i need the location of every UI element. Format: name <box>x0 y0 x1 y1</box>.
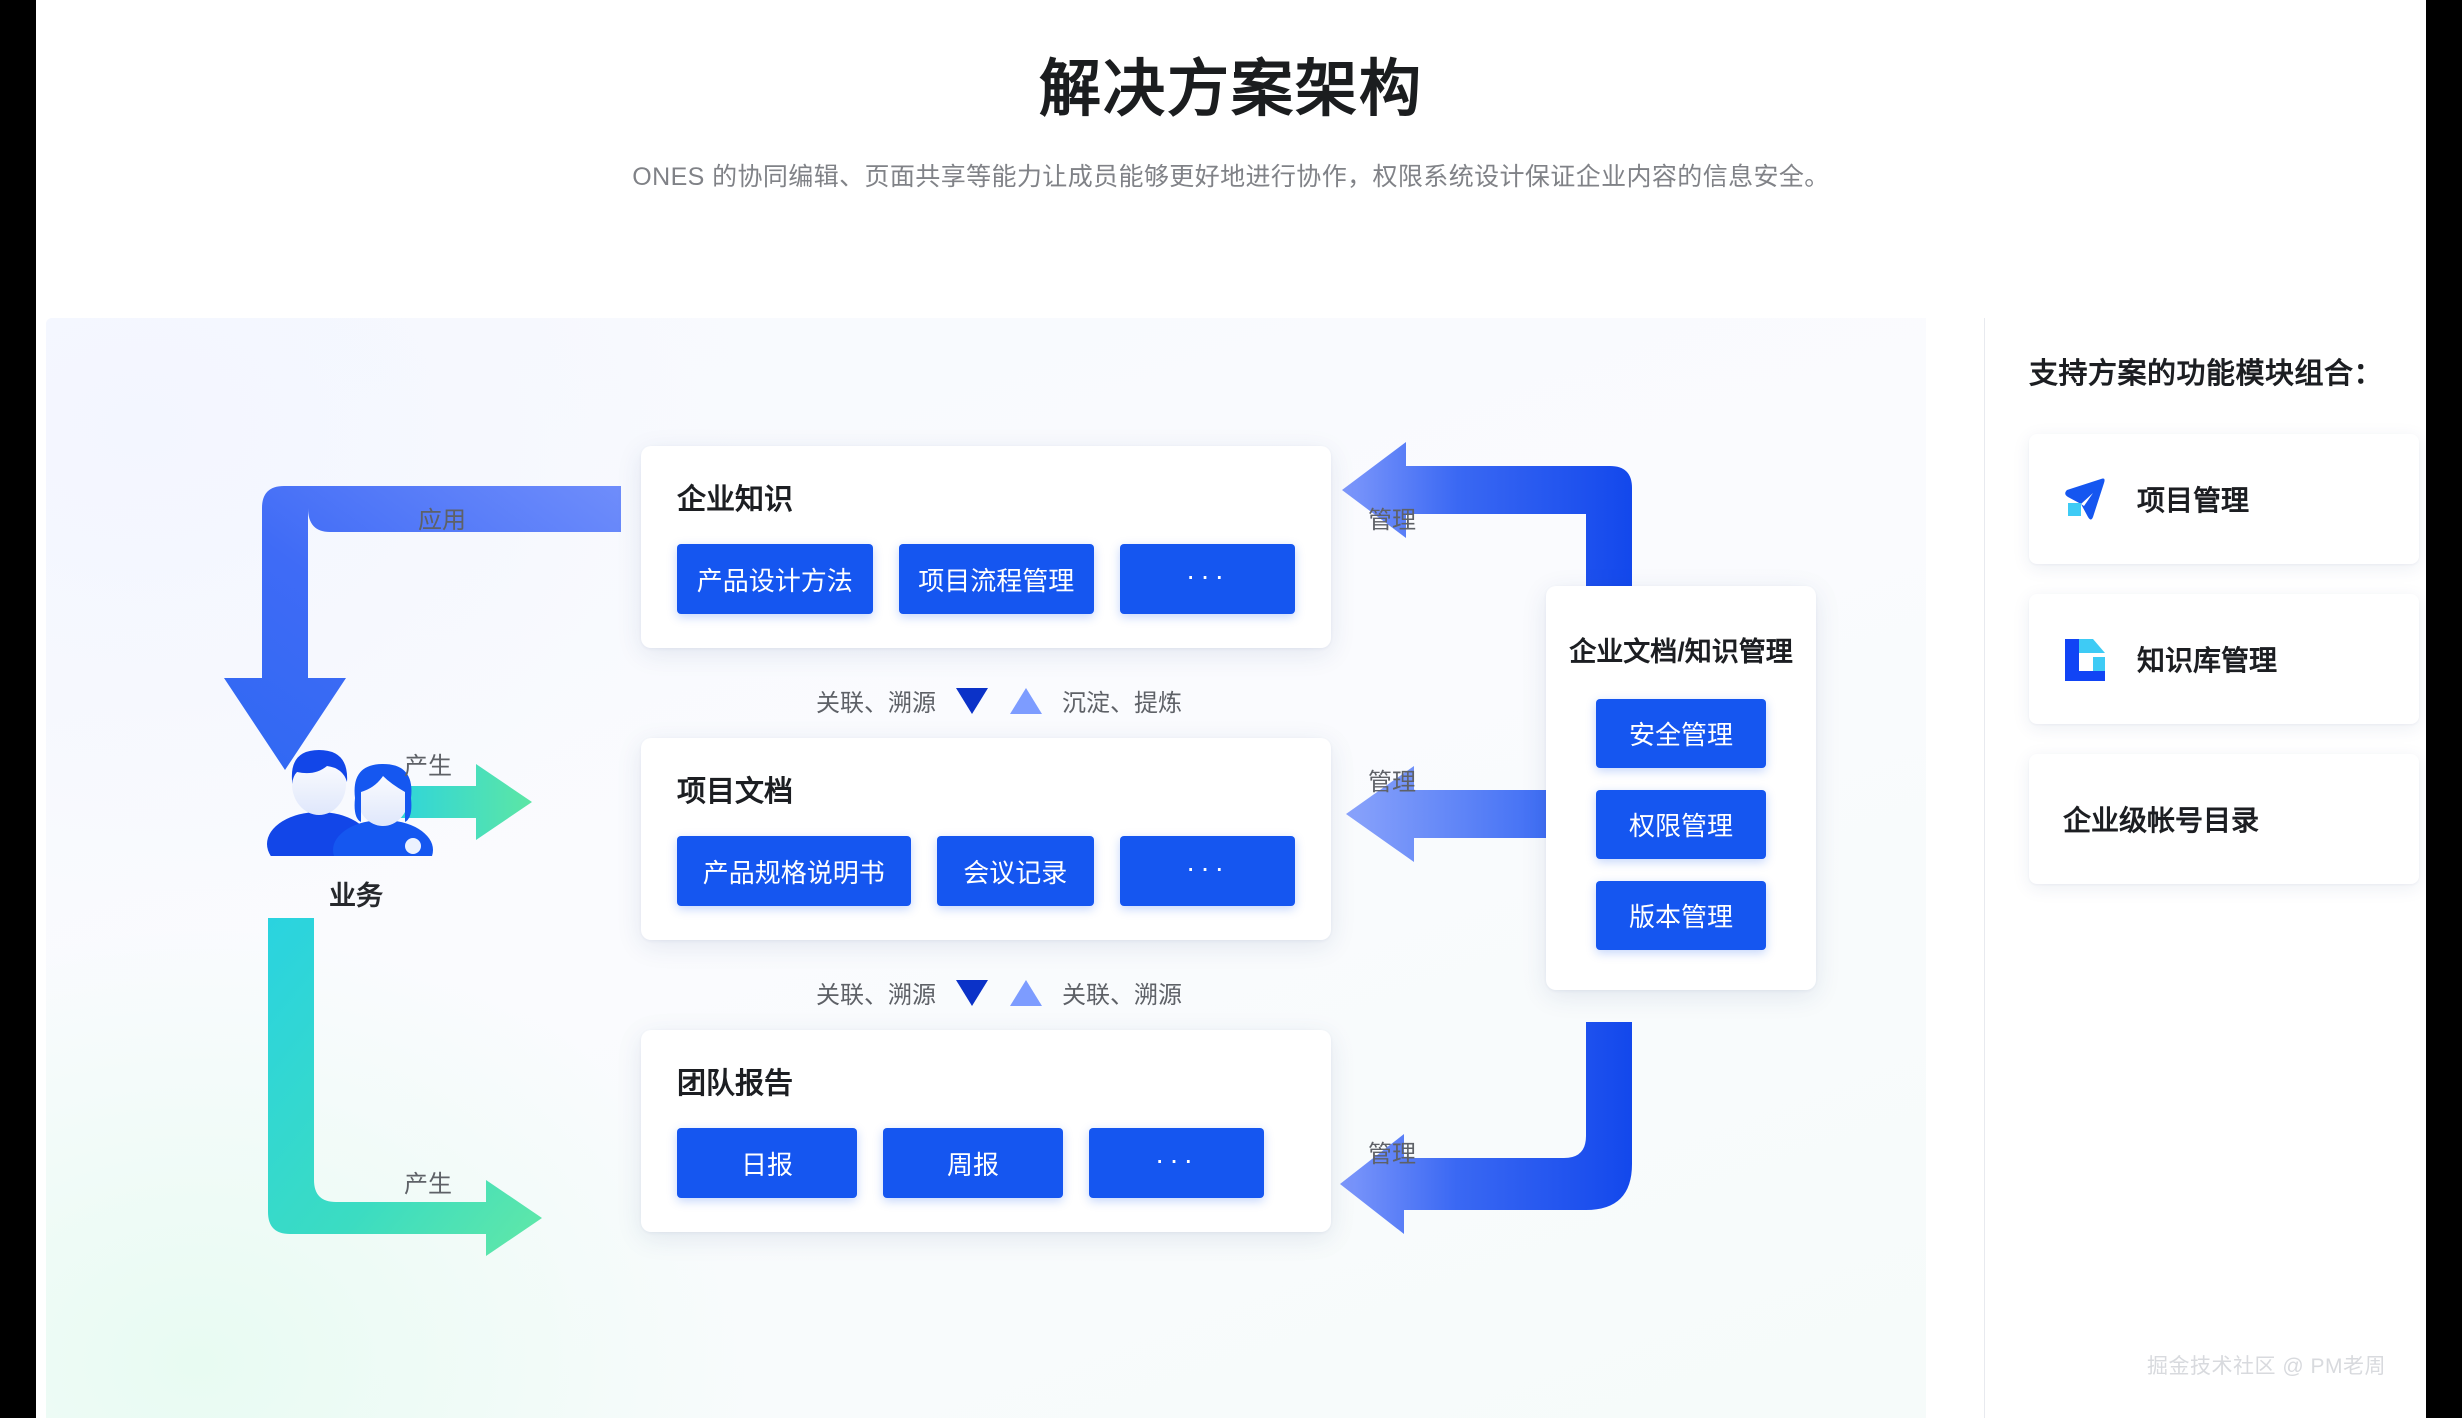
tag-item[interactable]: 周报 <box>883 1128 1063 1198</box>
flow-label-manage-top: 管理 <box>1368 507 1416 534</box>
flow-label-manage-bottom: 管理 <box>1368 1141 1416 1168</box>
tag-item[interactable]: 产品设计方法 <box>677 544 873 614</box>
document-corner-icon <box>2065 639 2105 681</box>
tag-more[interactable]: ··· <box>1089 1128 1264 1198</box>
triangle-down-icon <box>956 979 988 1006</box>
tag-item[interactable]: 项目流程管理 <box>898 544 1094 614</box>
panel-tag-security[interactable]: 安全管理 <box>1596 699 1766 768</box>
connector-knowledge-docs: 关联、溯源 沉淀、提炼 <box>816 683 1182 718</box>
card-title: 项目文档 <box>677 776 794 808</box>
card-project-docs[interactable]: 项目文档 产品规格说明书 会议记录 ··· <box>641 738 1331 940</box>
connector-docs-reports: 关联、溯源 关联、溯源 <box>816 975 1182 1010</box>
module-card-enterprise-account-directory[interactable]: 企业级帐号目录 <box>2029 754 2419 884</box>
panel-title: 企业文档/知识管理 <box>1569 637 1793 667</box>
connector-left-label: 关联、溯源 <box>816 982 936 1009</box>
module-label: 企业级帐号目录 <box>2063 805 2260 836</box>
panel-tag-permission[interactable]: 权限管理 <box>1596 790 1766 859</box>
actor-label: 业务 <box>329 881 383 911</box>
module-card-knowledge-base[interactable]: 知识库管理 <box>2029 594 2419 724</box>
page-subtitle: ONES 的协同编辑、页面共享等能力让成员能够更好地进行协作，权限系统设计保证企… <box>632 163 1830 192</box>
watermark: 掘金技术社区 @ PM老周 <box>2147 1355 2386 1378</box>
connector-left-label: 关联、溯源 <box>816 690 936 717</box>
slide-root: 解决方案架构 ONES 的协同编辑、页面共享等能力让成员能够更好地进行协作，权限… <box>36 0 2426 1418</box>
arrow-manage-bottom <box>1340 1022 1632 1234</box>
flow-label-manage-middle: 管理 <box>1368 769 1416 796</box>
tag-item[interactable]: 日报 <box>677 1128 857 1198</box>
card-enterprise-knowledge[interactable]: 企业知识 产品设计方法 项目流程管理 ··· <box>641 446 1331 648</box>
triangle-down-icon <box>956 687 988 714</box>
panel-enterprise-doc-knowledge-management[interactable]: 企业文档/知识管理 安全管理 权限管理 版本管理 <box>1546 586 1816 990</box>
panel-tag-version[interactable]: 版本管理 <box>1596 881 1766 950</box>
slide-header: 解决方案架构 ONES 的协同编辑、页面共享等能力让成员能够更好地进行协作，权限… <box>36 0 2426 193</box>
tag-item[interactable]: 会议记录 <box>936 836 1094 906</box>
arrow-produce-bottom <box>268 918 542 1256</box>
people-icon <box>267 750 433 856</box>
card-team-reports[interactable]: 团队报告 日报 周报 ··· <box>641 1030 1331 1232</box>
module-label: 项目管理 <box>2137 485 2250 516</box>
project-cursor-icon <box>2065 478 2105 520</box>
sidebar-title: 支持方案的功能模块组合： <box>2029 358 2384 390</box>
card-title: 企业知识 <box>677 484 794 516</box>
diagram-canvas: 业务 应用 产生 产生 管理 管理 管理 企业知识 产品设计方法 项目流程管理 … <box>46 318 1926 1418</box>
modules-sidebar: 支持方案的功能模块组合： 项目管理 知识库管理 <box>1984 318 2419 1418</box>
connector-right-label: 关联、溯源 <box>1062 982 1182 1009</box>
slide-body: 业务 应用 产生 产生 管理 管理 管理 企业知识 产品设计方法 项目流程管理 … <box>36 318 2426 1418</box>
tag-row: 产品设计方法 项目流程管理 ··· <box>677 544 1295 614</box>
module-card-project-management[interactable]: 项目管理 <box>2029 434 2419 564</box>
tag-more[interactable]: ··· <box>1120 544 1295 614</box>
flow-label-produce-bottom: 产生 <box>404 1171 452 1198</box>
flow-label-apply: 应用 <box>418 507 466 534</box>
actor-business: 业务 <box>246 726 466 913</box>
tag-more[interactable]: ··· <box>1120 836 1295 906</box>
tag-row: 产品规格说明书 会议记录 ··· <box>677 836 1295 906</box>
tag-row: 日报 周报 ··· <box>677 1128 1295 1198</box>
flow-label-produce-top: 产生 <box>404 753 452 780</box>
triangle-up-icon <box>1010 979 1042 1006</box>
card-title: 团队报告 <box>677 1068 794 1100</box>
tag-item[interactable]: 产品规格说明书 <box>677 836 911 906</box>
triangle-up-icon <box>1010 687 1042 714</box>
module-label: 知识库管理 <box>2137 645 2278 676</box>
page-title: 解决方案架构 <box>1038 55 1423 124</box>
connector-right-label: 沉淀、提炼 <box>1062 690 1182 717</box>
